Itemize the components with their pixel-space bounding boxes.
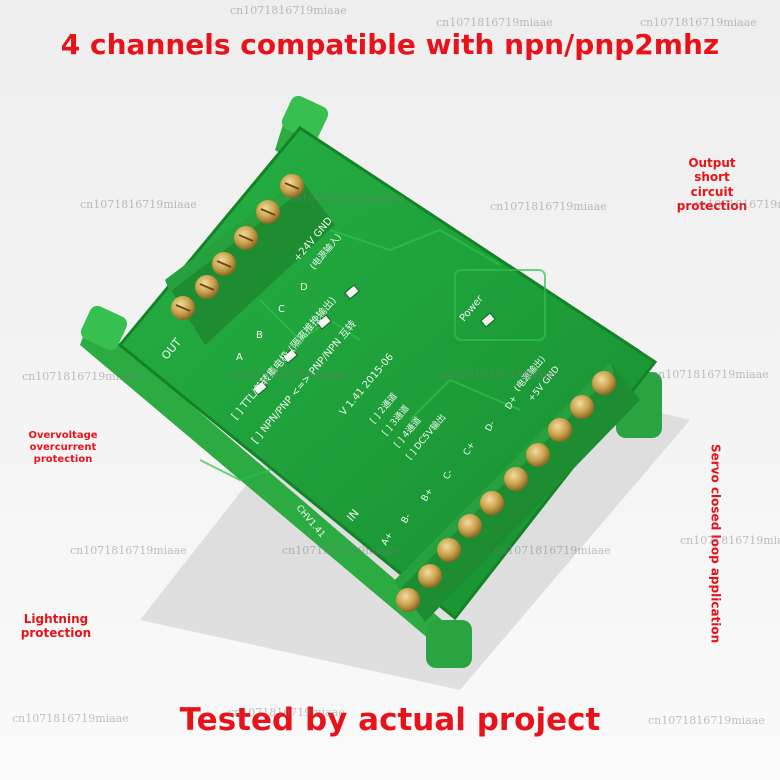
watermark: cn1071816719miaae <box>694 198 780 211</box>
terminal-screw[interactable] <box>418 564 442 588</box>
callout-servo-application: Servo closed loop application <box>708 444 723 644</box>
watermark: cn1071816719miaae <box>494 544 611 557</box>
terminal-screw[interactable] <box>480 491 504 515</box>
pcb-out-pin-d: D <box>300 282 308 293</box>
watermark: cn1071816719miaae <box>12 712 129 725</box>
pcb-out-pin-c: C <box>278 304 285 315</box>
watermark: cn1071816719miaae <box>230 368 347 381</box>
watermark: cn1071816719miaae <box>22 370 139 383</box>
pcb-in-pin-b-minus: B- <box>400 512 413 525</box>
terminal-screw[interactable] <box>526 443 550 467</box>
watermark: cn1071816719miaae <box>288 192 405 205</box>
callout-lightning-protection: Lightning protection <box>20 612 92 641</box>
watermark: cn1071816719miaae <box>282 544 399 557</box>
watermark: cn1071816719miaae <box>648 714 765 727</box>
watermark: cn1071816719miaae <box>490 200 607 213</box>
headline-bottom: Tested by actual project <box>179 702 601 738</box>
watermark: cn1071816719miaae <box>228 706 345 719</box>
watermark: cn1071816719miaae <box>70 544 187 557</box>
watermark: cn1071816719miaae <box>680 534 780 547</box>
pcb-out-pin-b: B <box>256 330 263 341</box>
pcb-in-pin-d-minus: D- <box>484 420 498 434</box>
terminal-screw[interactable] <box>504 467 528 491</box>
watermark: cn1071816719miaae <box>436 16 553 29</box>
callout-overvoltage-protection: Overvoltage overcurrent protection <box>28 430 98 465</box>
terminal-screw[interactable] <box>592 371 616 395</box>
terminal-screw[interactable] <box>458 514 482 538</box>
led-indicators <box>252 284 496 396</box>
watermark: cn1071816719miaae <box>440 368 557 381</box>
terminal-screw[interactable] <box>570 395 594 419</box>
headline-top: 4 channels compatible with npn/pnp2mhz <box>60 28 720 61</box>
terminal-screw[interactable] <box>396 588 420 612</box>
pcb-in-pin-c-minus: C- <box>442 468 455 481</box>
input-terminal-block <box>395 362 640 622</box>
pcb-out-pin-a: A <box>236 352 243 363</box>
watermark: cn1071816719miaae <box>652 368 769 381</box>
watermark: cn1071816719miaae <box>80 198 197 211</box>
watermark: cn1071816719miaae <box>230 4 347 17</box>
terminal-screw[interactable] <box>437 538 461 562</box>
output-terminal-block <box>165 174 335 345</box>
watermark: cn1071816719miaae <box>640 16 757 29</box>
terminal-screw[interactable] <box>548 418 572 442</box>
callout-output-protection: Output short circuit protection <box>676 156 748 214</box>
